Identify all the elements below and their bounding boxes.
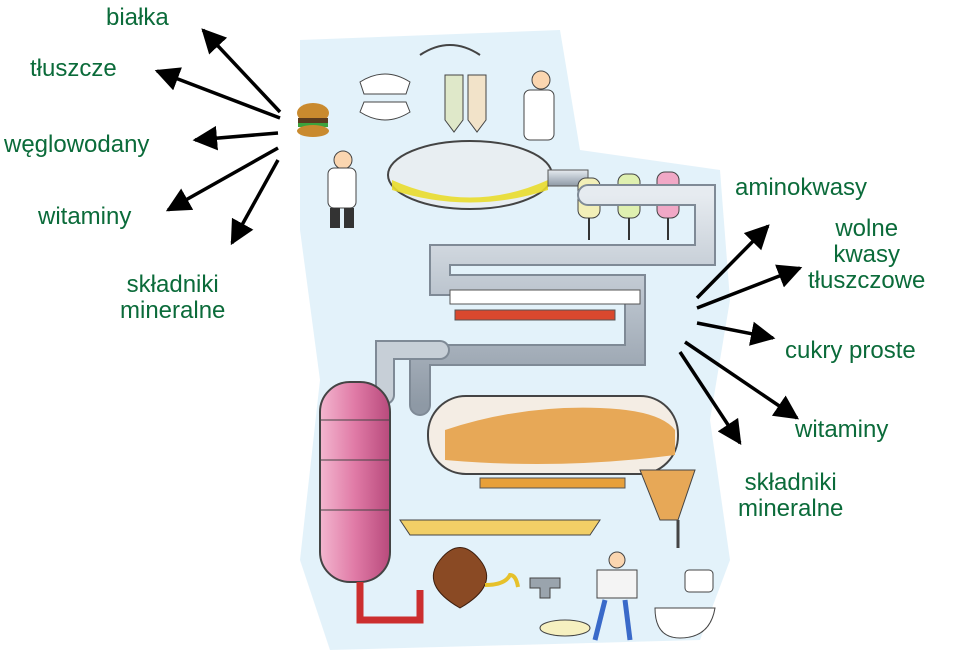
label-carbohydrates: węglowodany bbox=[4, 131, 150, 158]
label-fatty-acids: wolne kwasy tłuszczowe bbox=[808, 216, 925, 294]
label-fats: tłuszcze bbox=[30, 55, 117, 82]
label-vitamins-out: witaminy bbox=[795, 416, 889, 443]
label-minerals-line2: mineralne bbox=[120, 297, 226, 324]
output-arrows bbox=[678, 224, 803, 446]
label-fatty-acids-line1: wolne bbox=[835, 215, 899, 242]
label-minerals-out-line1: składniki bbox=[744, 469, 837, 496]
label-minerals-line1: składniki bbox=[126, 271, 219, 298]
arrow-amino-acids bbox=[695, 224, 770, 300]
intestine-tank bbox=[427, 395, 696, 548]
toilet-icon bbox=[654, 569, 716, 639]
input-arrows bbox=[154, 28, 282, 246]
label-fatty-acids-line3: tłuszczowe bbox=[808, 267, 926, 294]
label-simple-sugars: cukry proste bbox=[785, 337, 916, 364]
arrow-minerals-out bbox=[678, 351, 742, 446]
scientist-icon bbox=[523, 70, 555, 141]
teeth-icon bbox=[359, 73, 411, 121]
chef-icon bbox=[327, 150, 357, 228]
label-minerals-out: składniki mineralne bbox=[738, 470, 843, 522]
arrow-fatty-acids bbox=[696, 264, 803, 310]
label-proteins: białka bbox=[106, 4, 169, 31]
arrow-minerals bbox=[230, 159, 280, 246]
faucet-icon bbox=[529, 577, 591, 637]
arrow-fats bbox=[154, 67, 281, 120]
stomach-vessel bbox=[387, 140, 589, 210]
label-minerals: składniki mineralne bbox=[120, 272, 225, 324]
arrow-vitamins-out bbox=[684, 340, 800, 420]
arrow-carbohydrates bbox=[192, 125, 279, 151]
label-amino-acids: aminokwasy bbox=[735, 174, 868, 201]
top-flasks bbox=[419, 44, 487, 133]
reader-icon bbox=[592, 551, 638, 641]
label-minerals-out-line2: mineralne bbox=[738, 495, 844, 522]
burger-icon bbox=[297, 103, 329, 137]
label-fatty-acids-line2: kwasy bbox=[833, 241, 901, 268]
heart-pump bbox=[432, 547, 520, 609]
arrow-proteins bbox=[201, 28, 282, 114]
lower-tray bbox=[399, 519, 601, 536]
arrow-simple-sugars bbox=[696, 321, 776, 346]
pink-storage-tank bbox=[319, 381, 424, 624]
pipe-network bbox=[375, 184, 716, 416]
arrow-vitamins bbox=[165, 146, 279, 212]
label-vitamins: witaminy bbox=[38, 203, 132, 230]
